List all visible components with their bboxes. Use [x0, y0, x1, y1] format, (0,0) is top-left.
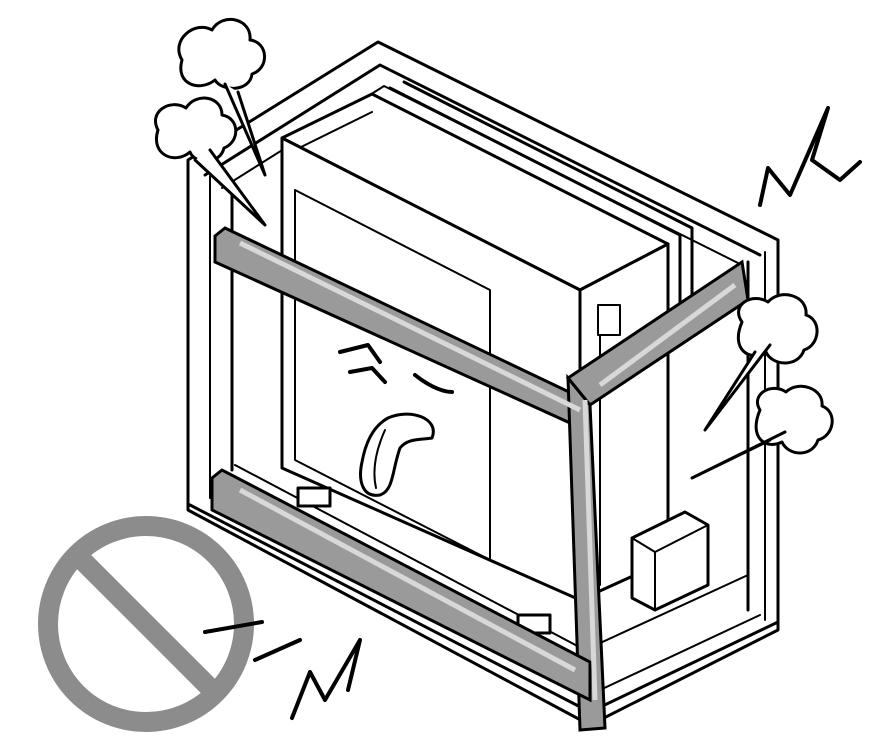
impact-mark-1: [203, 620, 264, 634]
zigzag-icon: [758, 106, 862, 207]
unit-foot-left: [296, 486, 332, 508]
zigzag-icon: [290, 638, 362, 720]
face-right-eye-2: [413, 373, 454, 394]
steam-tail-top-right: [703, 343, 772, 432]
frame-bar-right-highlight: [598, 282, 737, 388]
frame-bar-bottom-highlight: [238, 487, 577, 673]
unit-top-line: [294, 111, 373, 151]
frame-post-highlight: [582, 399, 598, 701]
unit-grille-panel: [294, 189, 491, 561]
steam-cloud-icon: [690, 384, 834, 480]
frame-post-front: [566, 373, 607, 732]
steam-cloud-bottom-right: [754, 384, 834, 455]
frame-bar-top-highlight: [238, 240, 582, 413]
face-left-eye-2: [348, 366, 387, 384]
face-tongue: [359, 412, 435, 497]
enclosure-inner-rim: [203, 63, 762, 257]
steam-tail-top-left: [223, 82, 267, 177]
steam-cloud-icon: [703, 293, 819, 432]
face-tongue-line: [373, 429, 386, 489]
steam-cloud-mid-left: [154, 96, 238, 163]
unit-valve-cover: [630, 510, 710, 612]
unit-back-panel-2: [402, 80, 694, 322]
steam-cloud-top-right: [736, 293, 819, 365]
enclosure-floor-inner-2: [599, 614, 761, 691]
steam-cloud-top-left: [177, 18, 266, 90]
prohibition-icon: [38, 516, 302, 732]
unit-back-panel-1: [388, 86, 682, 332]
steam-cloud-icon: [154, 96, 267, 227]
enclosure-front-frame: [210, 226, 750, 732]
steam-cloud-icon: [177, 18, 267, 177]
steam-tail-mid-left: [193, 148, 267, 227]
impact-mark-2: [253, 638, 302, 662]
prohibition-slash: [68, 546, 224, 702]
face-left-eye: [338, 343, 382, 364]
steam-tail-bottom-right: [690, 430, 787, 480]
unit-side-vent: [597, 304, 621, 336]
